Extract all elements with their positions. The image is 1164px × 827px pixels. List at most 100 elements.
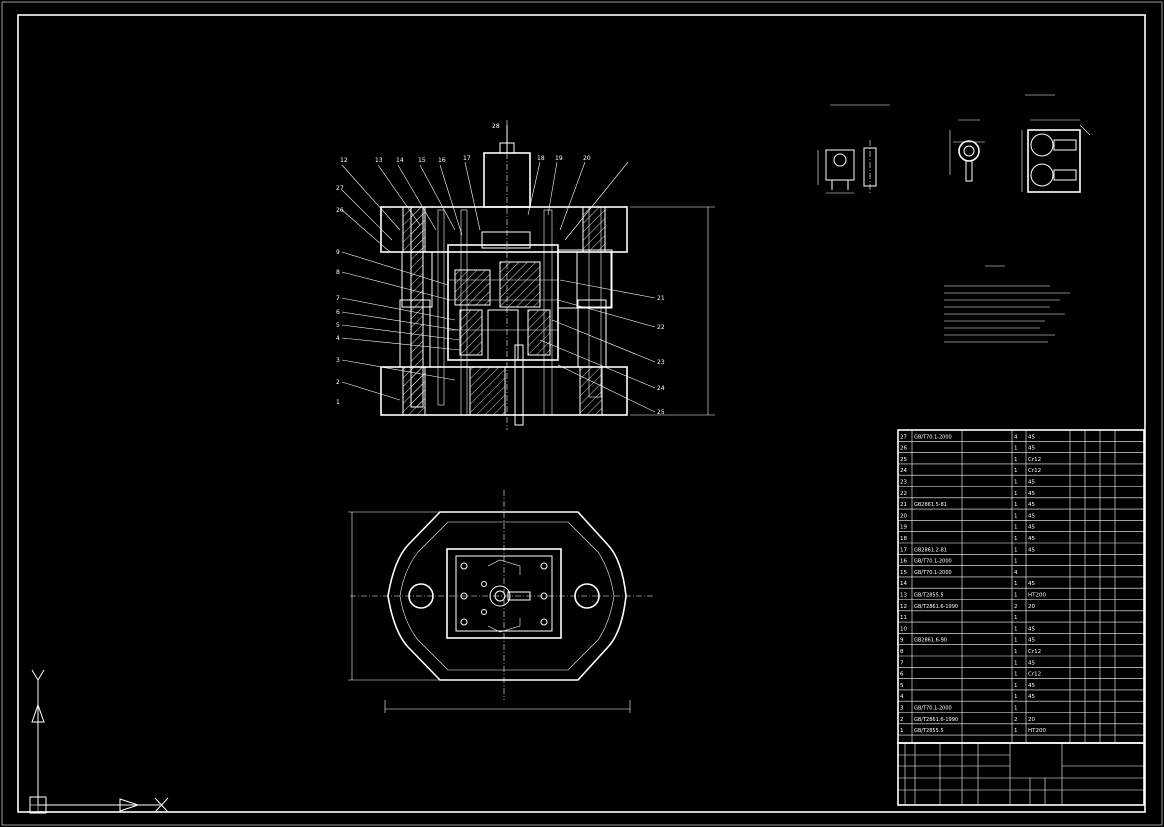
table-cell: 19: [900, 525, 907, 531]
table-cell: 5: [900, 683, 904, 689]
table-cell: Cr12: [1028, 468, 1041, 474]
screw-holes: [460, 562, 548, 626]
table-cell: 9: [900, 638, 904, 644]
table-cell: 1: [1014, 491, 1018, 497]
table-cell: 1: [1014, 446, 1018, 452]
table-cell: 45: [1028, 638, 1035, 644]
table-cell: 1: [1014, 547, 1018, 553]
table-cell: 1: [900, 728, 904, 734]
table-cell: 22: [900, 491, 907, 497]
table-cell: 45: [1028, 626, 1035, 632]
table-cell: 14: [900, 581, 907, 587]
table-cell: 45: [1028, 502, 1035, 508]
table-cell: 2: [1014, 717, 1018, 723]
table-cell: 45: [1028, 525, 1035, 531]
table-cell: GB/T70.1-2000: [914, 434, 952, 440]
table-cell: 1: [1014, 457, 1018, 463]
table-cell: 18: [900, 536, 907, 542]
table-cell: 1: [1014, 525, 1018, 531]
callout-17: 17: [463, 155, 471, 162]
table-cell: 1: [1014, 593, 1018, 599]
table-cell: 45: [1028, 480, 1035, 486]
table-cell: GB/T2855.5: [914, 593, 944, 599]
table-cell: 45: [1028, 547, 1035, 553]
technical-notes: [944, 265, 1070, 343]
table-cell: 1: [1014, 683, 1018, 689]
table-cell: 13: [900, 593, 907, 599]
table-cell: 4: [1014, 570, 1018, 576]
table-cell: 1: [1014, 468, 1018, 474]
table-cell: 6: [900, 672, 904, 678]
table-cell: 45: [1028, 536, 1035, 542]
callout-12: 12: [340, 157, 348, 164]
table-cell: 24: [900, 468, 907, 474]
callout-1: 1: [336, 399, 340, 406]
table-cell: GB/T2861.6-1990: [914, 604, 958, 610]
table-cell: 3: [900, 706, 904, 712]
table-cell: 11: [900, 615, 907, 621]
table-cell: 4: [900, 694, 904, 700]
callout-28: 28: [492, 123, 500, 130]
table-cell: 45: [1028, 581, 1035, 587]
ucs-axis-icon: [29, 669, 169, 814]
table-cell: GB/T70.1-2000: [914, 559, 952, 565]
table-cell: 1: [1014, 615, 1018, 621]
table-cell: 45: [1028, 491, 1035, 497]
table-cell: GB/T70.1-2000: [914, 706, 952, 712]
table-cell: GB2861.6-90: [914, 638, 947, 644]
callout-22: 22: [657, 324, 665, 331]
table-cell: 1: [1014, 559, 1018, 565]
table-cell: 16: [900, 559, 907, 565]
callout-13: 13: [375, 157, 383, 164]
table-cell: GB2861.5-81: [914, 502, 947, 508]
callout-21: 21: [657, 295, 665, 302]
callout-27: 27: [336, 185, 344, 192]
callout-15: 15: [418, 157, 426, 164]
table-cell: 20: [1028, 717, 1035, 723]
callout-8: 8: [336, 269, 340, 276]
table-cell: 1: [1014, 694, 1018, 700]
callout-9: 9: [336, 249, 340, 256]
callout-14: 14: [396, 157, 404, 164]
section-view: 12 13 14 15 16 17 18 19 20 28 27 26 9 8 …: [336, 120, 715, 430]
table-cell: 20: [1028, 604, 1035, 610]
callout-24: 24: [657, 385, 665, 392]
callout-3: 3: [336, 357, 340, 364]
table-cell: 23: [900, 480, 907, 486]
part-detail-views: [817, 94, 1091, 195]
table-cell: 1: [1014, 513, 1018, 519]
callout-5: 5: [336, 322, 340, 329]
table-cell: 7: [900, 660, 904, 666]
table-cell: 45: [1028, 446, 1035, 452]
table-cell: 45: [1028, 513, 1035, 519]
table-cell: 4: [1014, 434, 1018, 440]
callout-23: 23: [657, 359, 665, 366]
table-cell: 21: [900, 502, 907, 508]
callout-19: 19: [555, 155, 563, 162]
table-cell: 45: [1028, 434, 1035, 440]
table-cell: GB/T2855.5: [914, 728, 944, 734]
table-cell: 45: [1028, 683, 1035, 689]
table-cell: 20: [900, 513, 907, 519]
table-cell: HT200: [1028, 593, 1046, 599]
table-cell: 25: [900, 457, 907, 463]
table-cell: HT200: [1028, 728, 1046, 734]
table-cell: 26: [900, 446, 907, 452]
table-cell: 1: [1014, 649, 1018, 655]
callout-6: 6: [336, 309, 340, 316]
table-cell: 1: [1014, 672, 1018, 678]
detail-part-b: [949, 119, 985, 182]
table-cell: GB/T70.1-2000: [914, 570, 952, 576]
callout-20: 20: [583, 155, 591, 162]
table-cell: 1: [1014, 626, 1018, 632]
table-cell: 1: [1014, 480, 1018, 486]
table-cell: GB2861.2-81: [914, 547, 947, 553]
callout-7: 7: [336, 295, 340, 302]
table-cell: 2: [1014, 604, 1018, 610]
callout-2: 2: [336, 379, 340, 386]
title-block: [897, 742, 1145, 806]
table-cell: 15: [900, 570, 907, 576]
callout-18: 18: [537, 155, 545, 162]
plan-view: [348, 490, 655, 713]
